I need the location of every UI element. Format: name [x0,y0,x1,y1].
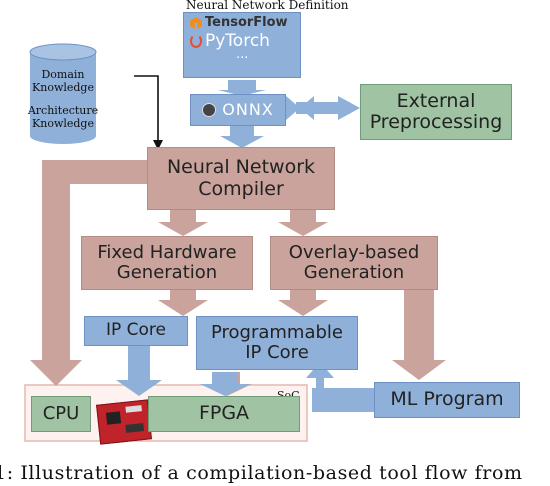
more-frameworks-ellipsis: ... [236,46,249,62]
cpu-box: CPU [31,396,91,432]
domain-knowledge-label: Domain Knowledge [32,68,94,95]
fpga-box: FPGA [148,396,300,432]
knowledge-arrowhead [153,140,163,150]
ip-core-box: IP Core [84,316,188,346]
tensorflow-logo-icon [190,17,202,30]
arrow-compiler-to-fixed [158,210,208,236]
onnx-label: ONNX [222,100,274,120]
arrow-compiler-to-overlay [278,210,328,236]
arrow-compiler-to-cpu [30,160,147,386]
fixed-hardware-box: Fixed Hardware Generation [81,236,253,290]
diagram-title: Neural Network Definition [186,0,349,12]
compiler-box: Neural Network Compiler [147,147,335,210]
programmable-ip-core-box: Programmable IP Core [196,316,358,370]
external-preprocessing-box: External Preprocessing [360,84,512,140]
onnx-logo-icon [202,103,217,117]
arrow-prog-to-fpga [200,372,250,396]
architecture-knowledge-label: Architecture Knowledge [27,104,99,131]
knowledge-database [29,43,97,144]
arrow-overlay-to-ml [392,290,446,380]
framework-box: TensorFlow PyTorch ... [183,12,301,78]
arrow-ipcore-to-fpga [116,342,162,396]
pytorch-label: PyTorch [205,30,270,51]
figure-caption: 1: Illustration of a compilation-based t… [0,462,523,484]
pytorch-logo-icon [190,34,202,49]
overlay-generation-box: Overlay-based Generation [270,236,438,290]
arrow-ml-to-prog-body [312,388,376,412]
onnx-box: ONNX [190,94,286,126]
arrow-onnx-to-compiler [220,126,264,148]
arrow-fixed-to-ipcore [158,290,208,316]
arrow-onnx-external-bar [296,102,350,114]
knowledge-connector [134,75,159,142]
fpga-board-icon [96,399,152,445]
ml-program-box: ML Program [374,382,520,418]
arrow-frameworks-to-onnx [218,80,266,96]
arrow-overlay-to-prog [278,290,328,316]
tensorflow-label: TensorFlow [205,15,288,30]
